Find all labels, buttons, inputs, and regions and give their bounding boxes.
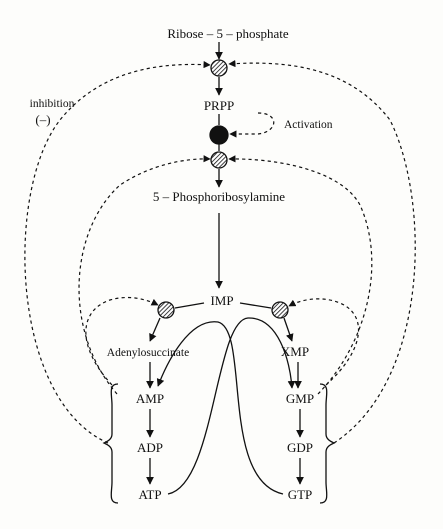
gmp-label: GMP xyxy=(286,391,314,406)
amp-inhibition-a-branch-loop xyxy=(85,296,159,386)
adenylosuccinate-label: Adenylosuccinate xyxy=(107,347,189,359)
gtp-to-amp-curve xyxy=(156,321,284,495)
main-pathway-arrows xyxy=(146,42,304,495)
inhibition-label: inhibition xyxy=(30,98,75,110)
line-imp-to-g-enzyme xyxy=(239,302,272,309)
inhibition-outer-left-loop xyxy=(24,61,211,444)
gdp-label: GDP xyxy=(287,440,313,455)
activation-loop xyxy=(229,112,275,138)
amp-label: AMP xyxy=(136,391,164,406)
activated-enzyme-icon xyxy=(209,125,229,145)
xmp-label: XMP xyxy=(281,344,309,359)
arrow-to-xmp xyxy=(283,317,294,342)
feedback-loops xyxy=(24,59,416,444)
adenylosuccinate-synthetase-enzyme-icon xyxy=(157,301,175,319)
gtp-label: GTP xyxy=(288,487,313,502)
amp-inhibition-amidotransferase-loop xyxy=(78,155,211,395)
right-bracket xyxy=(319,383,336,504)
gmp-inhibition-g-branch-loop xyxy=(288,298,360,386)
imp-label: IMP xyxy=(210,293,233,308)
amidotransferase-enzyme-icon xyxy=(210,151,228,169)
gmp-inhibition-amidotransferase-loop xyxy=(228,155,373,395)
prpp-label: PRPP xyxy=(204,98,234,113)
imp-dehydrogenase-enzyme-icon xyxy=(271,301,289,319)
inhibition-sign-label: (–) xyxy=(35,112,50,127)
adp-label: ADP xyxy=(137,440,163,455)
ribose-5-phosphate-label: Ribose – 5 – phosphate xyxy=(167,26,289,41)
atp-label: ATP xyxy=(138,487,161,502)
inhibition-outer-right-loop xyxy=(228,59,416,444)
activation-label: Activation xyxy=(284,119,333,131)
prpp-synthetase-enzyme-icon xyxy=(210,59,228,77)
line-imp-to-a-enzyme xyxy=(174,302,205,309)
atp-to-gmp-curve xyxy=(167,317,296,495)
phosphoribosylamine-label: 5 – Phosphoribosylamine xyxy=(153,189,285,204)
arrow-to-adenylosuccinate xyxy=(149,317,161,342)
left-bracket xyxy=(102,383,119,504)
